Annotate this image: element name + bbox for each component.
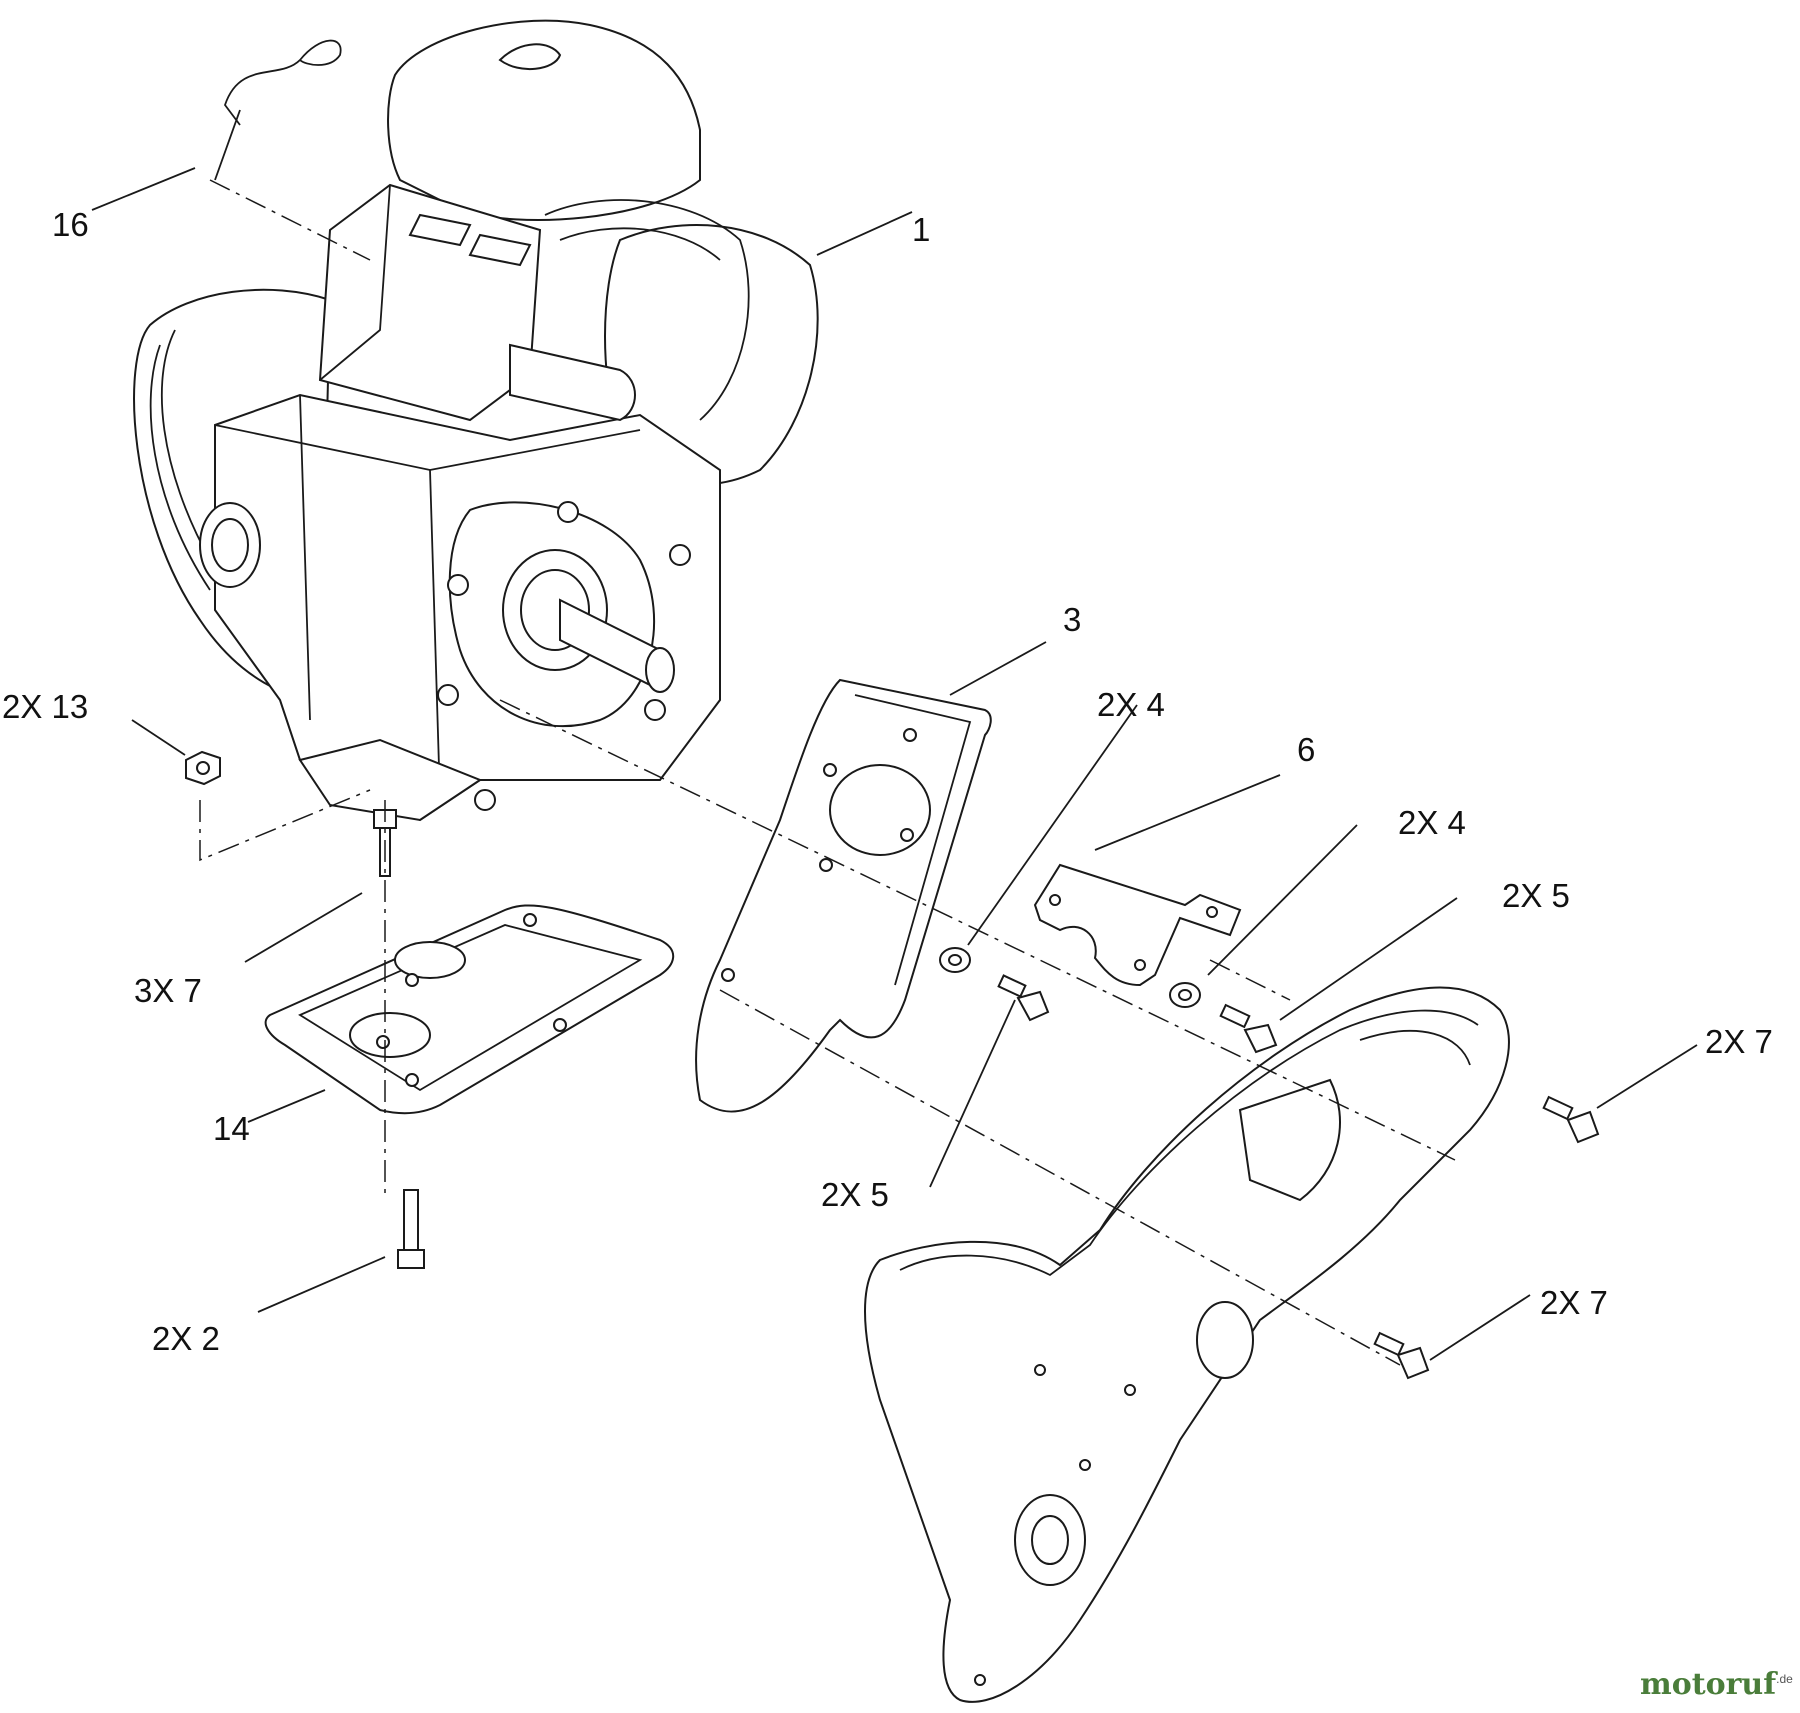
callout-4a: 2X 4	[1097, 686, 1165, 723]
bolt-5a	[997, 974, 1050, 1022]
bracket-6	[1033, 863, 1242, 987]
callout-7c: 2X 7	[1540, 1284, 1608, 1321]
bolt-2	[397, 1189, 425, 1269]
dipstick	[223, 39, 342, 126]
callout-6: 6	[1297, 731, 1316, 768]
bolt-5b	[1219, 1003, 1278, 1054]
callout-7a: 3X 7	[134, 972, 202, 1009]
callout-14: 14	[213, 1110, 250, 1147]
callout-5b: 2X 5	[821, 1176, 889, 1213]
callout-7b: 2X 7	[1705, 1023, 1773, 1060]
callout-2: 2X 2	[152, 1320, 220, 1357]
plate-3	[695, 678, 992, 1113]
callout-4b: 2X 4	[1398, 804, 1466, 841]
nut-13	[185, 750, 221, 786]
belt-housing	[864, 986, 1510, 1703]
callout-13: 2X 13	[2, 688, 89, 725]
bolt-7b	[1373, 1331, 1430, 1380]
callout-16: 16	[52, 206, 89, 243]
callout-5a: 2X 5	[1502, 877, 1570, 914]
base-plate	[264, 904, 675, 1115]
watermark-logo: motoruf.de	[1640, 1667, 1793, 1702]
bolt-7a	[1542, 1095, 1600, 1144]
callout-1: 1	[912, 211, 931, 248]
callout-3: 3	[1063, 601, 1082, 638]
engine	[133, 19, 819, 822]
